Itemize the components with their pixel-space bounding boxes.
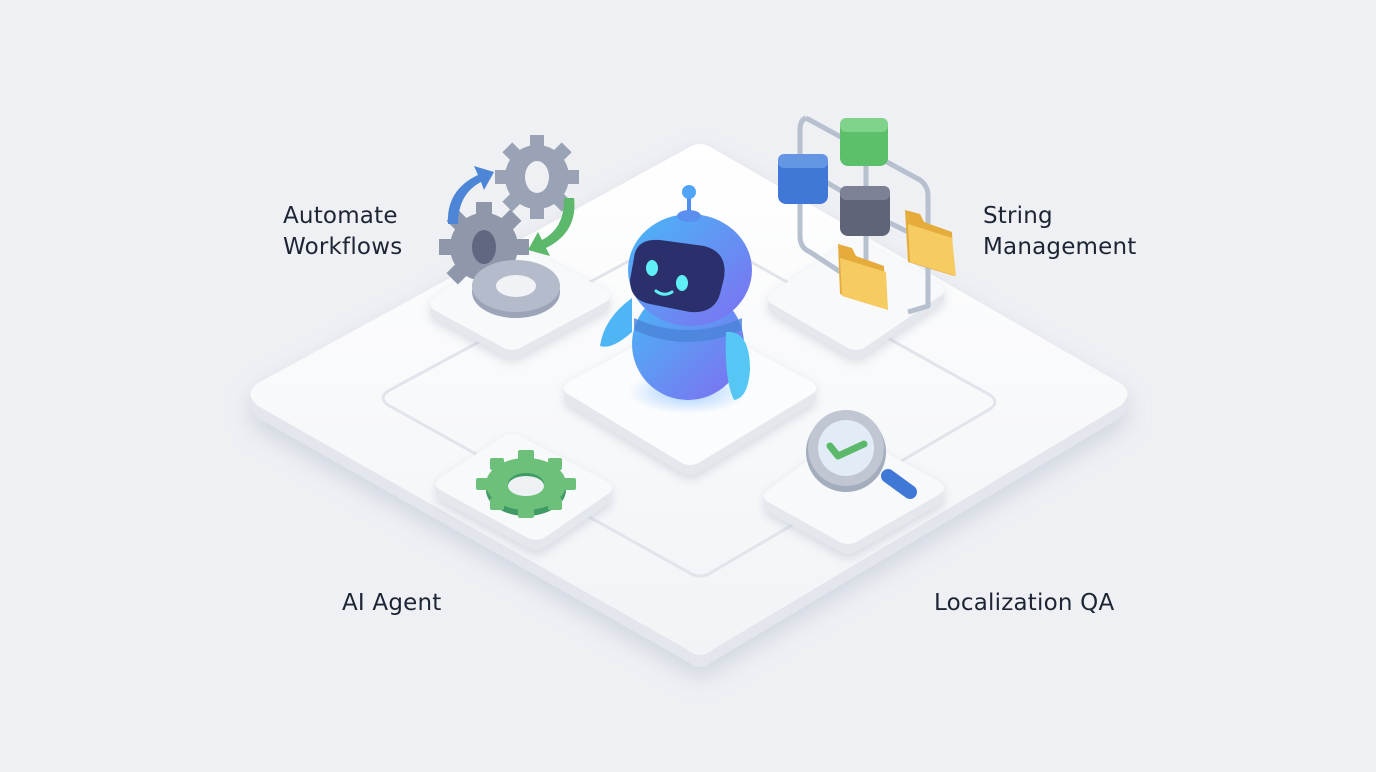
connection-tracks [381, 226, 997, 578]
label-localization-qa: Localization QA [934, 590, 1115, 616]
gears-cycle-icon [439, 135, 579, 318]
cube-blue [778, 154, 828, 204]
cube-green [840, 118, 888, 166]
folder-right [905, 210, 956, 276]
label-ai-agent: AI Agent [342, 590, 442, 616]
cube-network-folders-icon [778, 115, 956, 315]
cycle-arrow-green [528, 198, 575, 256]
label-automate-workflows: Automate Workflows [283, 203, 403, 260]
green-gear-icon [476, 450, 576, 518]
robot-icon [600, 185, 752, 400]
folder-bottom [838, 244, 888, 310]
label-string-management: String Management [983, 203, 1137, 260]
cube-gray [840, 186, 890, 236]
cycle-arrow-blue [447, 166, 494, 224]
magnifier-check-icon [806, 410, 917, 499]
